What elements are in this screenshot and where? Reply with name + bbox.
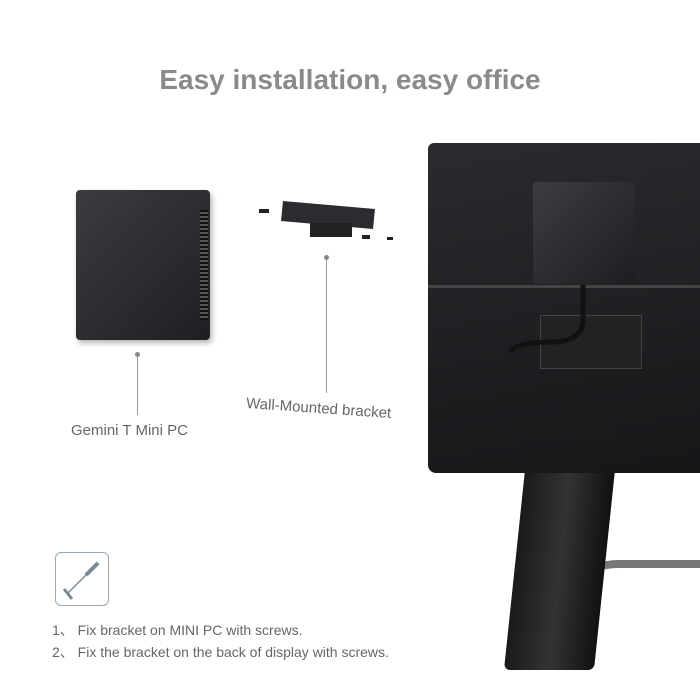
screwdriver-icon [55,552,109,606]
product-label: Gemini T Mini PC [71,422,188,439]
callout-dot [324,255,329,260]
monitor-edge [428,285,700,288]
step-1: 1、 Fix bracket on MINI PC with screws. [52,622,303,638]
bracket-image [259,201,393,240]
vesa-plate [560,400,615,440]
mini-pc-image [76,190,210,340]
callout-line [326,258,327,393]
callout-dot [135,352,140,357]
bracket-label: Wall-Mounted bracket [245,394,392,423]
cable [507,285,586,354]
mounted-mini-pc [533,182,635,284]
monitor-base [560,560,700,618]
vent [200,210,208,320]
monitor-stand [503,460,617,670]
page-title: Easy installation, easy office [159,64,541,95]
step-2: 2、 Fix the bracket on the back of displa… [52,644,389,660]
callout-line [137,355,138,415]
